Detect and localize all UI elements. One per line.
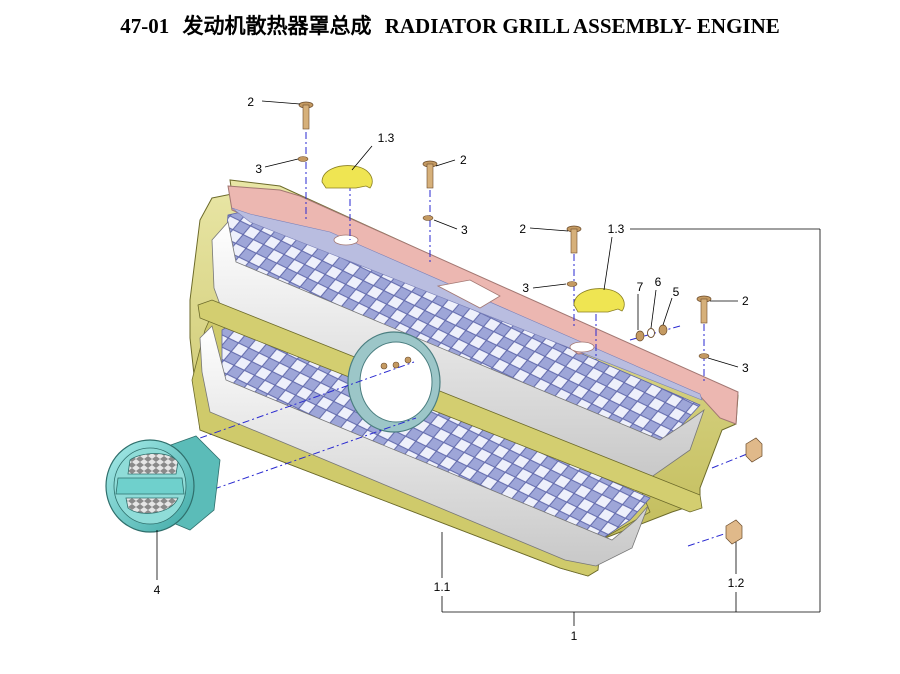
screw-part-2-a bbox=[298, 101, 314, 130]
callout-label: 7 bbox=[637, 280, 644, 294]
callout-label: 3 bbox=[522, 281, 529, 295]
callout-label: 5 bbox=[673, 285, 680, 299]
callout-label: 6 bbox=[655, 275, 662, 289]
callout-label: 1.1 bbox=[434, 580, 451, 594]
screw-part-2-d bbox=[696, 295, 712, 324]
screw-part-2-c bbox=[566, 225, 582, 254]
emblem-part-4 bbox=[105, 435, 221, 533]
nut-washer-set bbox=[635, 324, 668, 342]
callout-label: 3 bbox=[461, 223, 468, 237]
callout-label: 1 bbox=[571, 629, 578, 643]
title-name-en: RADIATOR GRILL ASSEMBLY- ENGINE bbox=[384, 14, 780, 38]
washers-part-3 bbox=[297, 156, 710, 359]
callout-label: 1.2 bbox=[728, 576, 745, 590]
callout-label: 1.3 bbox=[608, 222, 625, 236]
callout-labels: 2 3 1.3 2 3 2 3 1.3 7 6 5 2 3 4 1.1 1.2 … bbox=[154, 95, 749, 643]
callout-label: 3 bbox=[255, 162, 262, 176]
cap-part-1-3-a bbox=[321, 165, 373, 189]
screw-part-2-b bbox=[422, 160, 438, 189]
leader-lines bbox=[156, 100, 821, 626]
clip-part-1-2-a bbox=[745, 437, 763, 463]
callout-label: 1.3 bbox=[378, 131, 395, 145]
callout-label: 2 bbox=[247, 95, 254, 109]
title-name-cn: 发动机散热器罩总成 bbox=[182, 14, 372, 38]
cap-part-1-3-b bbox=[573, 288, 625, 313]
callout-label: 2 bbox=[460, 153, 467, 167]
clip-part-1-2-b bbox=[725, 519, 743, 545]
middle-crossbar bbox=[197, 299, 703, 513]
emblem-ring bbox=[347, 331, 441, 433]
callout-label: 3 bbox=[742, 361, 749, 375]
callout-label: 2 bbox=[519, 222, 526, 236]
page-title: 47-01 发动机散热器罩总成 RADIATOR GRILL ASSEMBLY-… bbox=[0, 10, 900, 40]
top-bar bbox=[227, 185, 739, 425]
callout-label: 4 bbox=[154, 583, 161, 597]
title-code: 47-01 bbox=[120, 14, 170, 38]
lower-insert-bar bbox=[199, 325, 649, 567]
callout-label: 2 bbox=[742, 294, 749, 308]
